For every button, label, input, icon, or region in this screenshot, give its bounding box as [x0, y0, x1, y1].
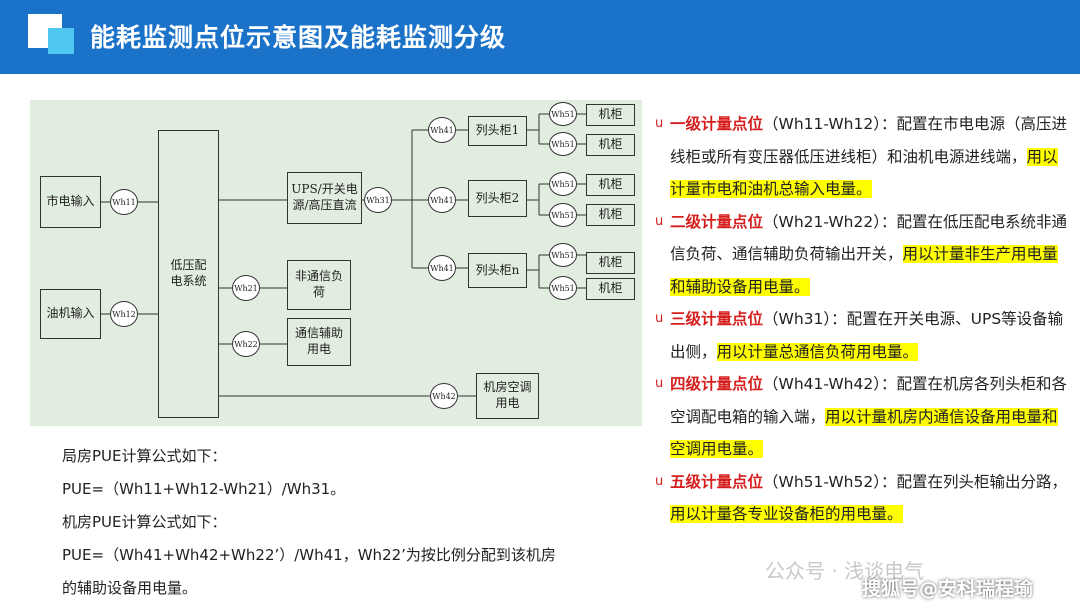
list-item: u 四级计量点位（Wh41-Wh42）：配置在机房各列头柜和各空调配电箱的输入端，… — [655, 368, 1070, 466]
meter-wh41: Wh41 — [428, 117, 456, 143]
bullet-icon: u — [655, 376, 664, 391]
cabinet-box: 机柜 — [586, 278, 635, 300]
meter-wh51: Wh51 — [549, 276, 577, 300]
level-range: （Wh11-Wh12） — [763, 115, 881, 133]
level-desc: ：配置在列头柜输出分路， — [880, 472, 1067, 491]
page-title: 能耗监测点位示意图及能耗监测分级 — [90, 23, 507, 52]
ups-box: UPS/开关电源/高压直流 — [287, 172, 362, 224]
formula-line: 局房PUE计算公式如下： — [62, 447, 227, 465]
pue-formulas: 局房PUE计算公式如下： PUE=（Wh11+Wh12-Wh21）/Wh31。 … — [62, 440, 556, 605]
comm-aux-box: 通信辅助用电 — [287, 318, 351, 366]
formula-line: 机房PUE计算公式如下： — [62, 513, 227, 531]
meter-wh51: Wh51 — [549, 102, 577, 126]
list-item: u 三级计量点位（Wh31）：配置在开关电源、UPS等设备输出侧，用以计量总通信负… — [655, 303, 1070, 368]
bullet-icon: u — [655, 311, 664, 326]
cabinet-box: 机柜 — [586, 134, 635, 156]
level-range: （Wh41-Wh42） — [763, 375, 881, 393]
meter-wh41: Wh41 — [428, 255, 456, 281]
level-title: 四级计量点位 — [670, 375, 764, 393]
meter-wh51: Wh51 — [549, 132, 577, 156]
level-range: （Wh31） — [763, 310, 832, 328]
monitoring-diagram: 市电输入 油机输入 低压配电系统 UPS/开关电源/高压直流 非通信负荷 通信辅… — [30, 100, 642, 426]
ac-power-box: 机房空调用电 — [476, 373, 539, 419]
meter-wh11: Wh11 — [110, 189, 138, 215]
level-title: 五级计量点位 — [670, 472, 764, 491]
meter-wh51: Wh51 — [549, 203, 577, 227]
cabinet-box: 机柜 — [586, 104, 635, 126]
level-title: 三级计量点位 — [670, 310, 764, 328]
meter-wh21: Wh21 — [232, 275, 260, 301]
meter-wh31: Wh31 — [364, 187, 392, 213]
cabinet-box: 机柜 — [586, 252, 635, 274]
level-range: （Wh21-Wh22） — [763, 212, 881, 231]
level-range: （Wh51-Wh52） — [763, 472, 881, 491]
bullet-icon: u — [655, 213, 664, 229]
level-desc: ：配置在开关电源、UPS等设备输出侧， — [670, 310, 1064, 361]
bullet-icon: u — [655, 473, 664, 489]
level-desc: ：配置在市电电源（高压进线柜或所有变压器低压进线柜）和油机电源进线端， — [670, 115, 1067, 166]
level-highlight: 用以计量各专业设备柜的用电量。 — [670, 505, 903, 523]
level-desc: ：配置在机房各列头柜和各空调配电箱的输入端， — [670, 375, 1067, 426]
meter-wh42: Wh42 — [430, 383, 458, 409]
level-title: 二级计量点位 — [670, 212, 764, 231]
level-desc: ：配置在低压配电系统非通信负荷、通信辅助负荷输出开关， — [670, 212, 1067, 264]
cabinet-box: 机柜 — [586, 204, 635, 226]
formula-line: PUE=（Wh41+Wh42+Wh22’）/Wh41，Wh22’为按比例分配到该… — [62, 546, 556, 564]
level-list: u 一级计量点位（Wh11-Wh12）：配置在市电电源（高压进线柜或所有变压器低压… — [655, 108, 1070, 531]
list-item: u 二级计量点位（Wh21-Wh22）：配置在低压配电系统非通信负荷、通信辅助负荷… — [655, 206, 1070, 304]
meter-wh12: Wh12 — [110, 301, 138, 327]
meter-wh41: Wh41 — [428, 187, 456, 213]
head-cabinet-1: 列头柜1 — [468, 116, 527, 146]
generator-input-box: 油机输入 — [40, 289, 101, 339]
list-item: u 一级计量点位（Wh11-Wh12）：配置在市电电源（高压进线柜或所有变压器低压… — [655, 108, 1070, 206]
level-highlight: 用以计量总通信负荷用电量。 — [716, 342, 919, 361]
level-title: 一级计量点位 — [670, 115, 764, 133]
list-item: u 五级计量点位（Wh51-Wh52）：配置在列头柜输出分路， 用以计量各专业设备柜… — [655, 466, 1070, 531]
meter-wh51: Wh51 — [549, 172, 577, 196]
logo-square-cyan — [48, 28, 74, 54]
head-cabinet-n: 列头柜n — [468, 253, 527, 288]
mains-input-box: 市电输入 — [40, 176, 101, 228]
formula-line: PUE=（Wh11+Wh12-Wh21）/Wh31。 — [62, 480, 346, 498]
meter-wh22: Wh22 — [232, 331, 260, 357]
formula-line: 的辅助设备用电量。 — [62, 579, 198, 597]
header-bar: 能耗监测点位示意图及能耗监测分级 — [0, 0, 1080, 74]
lv-distribution-box: 低压配电系统 — [158, 130, 219, 418]
wechat-watermark: 公众号 · 浅谈电气 — [765, 559, 925, 583]
diagram-connectors — [101, 113, 586, 397]
non-comm-load-box: 非通信负荷 — [287, 260, 351, 310]
sohu-watermark: 搜狐号@安科瑞程瑜 — [862, 578, 1034, 600]
meter-wh51: Wh51 — [549, 243, 577, 267]
cabinet-box: 机柜 — [586, 174, 635, 196]
bullet-icon: u — [655, 116, 664, 131]
head-cabinet-2: 列头柜2 — [468, 180, 527, 217]
